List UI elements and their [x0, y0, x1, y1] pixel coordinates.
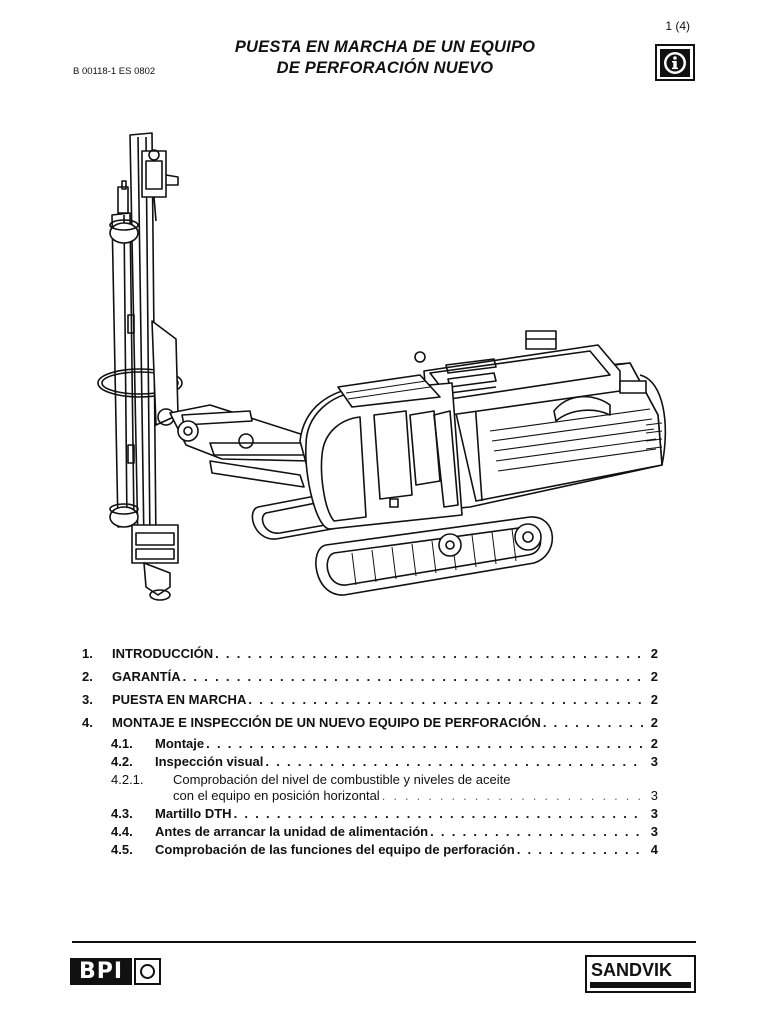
toc-leader: . . . . . . . . . . . . . . . . . . . . …: [430, 824, 643, 839]
toc-number: 2.: [82, 669, 93, 684]
cab-drawing: [305, 374, 463, 530]
toc-label: Martillo DTH: [155, 806, 232, 821]
toc-label: Comprobación del nivel de combustible y …: [173, 772, 511, 787]
sandvik-logo-bar: [590, 982, 691, 988]
toc-leader: . . . . . . . . . . . . . . . . . . . . …: [381, 788, 643, 803]
drilling-rig-illustration: [97, 132, 667, 601]
toc-label: Comprobación de las funciones del equipo…: [155, 842, 515, 857]
toc-number: 4.1.: [111, 736, 133, 751]
toc-page: 3: [650, 788, 658, 803]
toc-item-puesta-en-marcha[interactable]: 3. PUESTA EN MARCHA . . . . . . . . . . …: [82, 692, 658, 715]
toc-label: MONTAJE E INSPECCIÓN DE UN NUEVO EQUIPO …: [112, 715, 541, 730]
mast-drawing: [97, 132, 183, 601]
toc-leader: . . . . . . . . . . . . . . . . . . . . …: [516, 842, 643, 857]
info-icon: [655, 44, 695, 81]
toc-page: 3: [650, 754, 658, 769]
toc-number: 4.5.: [111, 842, 133, 857]
page-title: PUESTA EN MARCHA DE UN EQUIPO DE PERFORA…: [190, 37, 580, 79]
toc-item-comprobacion-funciones[interactable]: 4.5. Comprobación de las funciones del e…: [82, 842, 658, 860]
toc-leader: . . . . . . . . . . . . . . . . . . . . …: [233, 806, 643, 821]
toc-item-introduccion[interactable]: 1. INTRODUCCIÓN . . . . . . . . . . . . …: [82, 646, 658, 669]
toc-number: 4.3.: [111, 806, 133, 821]
track-drawing: [251, 488, 554, 596]
toc-label: Antes de arrancar la unidad de alimentac…: [155, 824, 429, 839]
table-of-contents: 1. INTRODUCCIÓN . . . . . . . . . . . . …: [82, 646, 658, 860]
toc-label: GARANTÍA: [112, 669, 181, 684]
toc-item-montaje[interactable]: 4.1. Montaje . . . . . . . . . . . . . .…: [82, 736, 658, 754]
toc-page: 3: [650, 824, 658, 839]
toc-number: 4.2.1.: [111, 772, 144, 787]
bpi-logo-mark-icon: [134, 958, 162, 985]
toc-number: 4.: [82, 715, 93, 730]
toc-page: 2: [650, 646, 658, 661]
toc-leader: . . . . . . . . . . . . . . . . . . . . …: [182, 669, 643, 684]
bpi-logo: BPI: [70, 958, 162, 985]
toc-leader: . . . . . . . . . . . . . . . . . . . . …: [206, 736, 643, 751]
toc-item-montaje-inspeccion[interactable]: 4. MONTAJE E INSPECCIÓN DE UN NUEVO EQUI…: [82, 715, 658, 736]
toc-leader: . . . . . . . . . . . . . . . . . . . . …: [215, 646, 643, 661]
footer-rule: [72, 941, 696, 943]
toc-item-garantia[interactable]: 2. GARANTÍA . . . . . . . . . . . . . . …: [82, 669, 658, 692]
toc-label: PUESTA EN MARCHA: [112, 692, 247, 707]
sandvik-logo-text: SANDVIK: [591, 960, 673, 980]
toc-page: 2: [650, 736, 658, 751]
toc-number: 4.4.: [111, 824, 133, 839]
toc-item-antes-de-arrancar[interactable]: 4.4. Antes de arrancar la unidad de alim…: [82, 824, 658, 842]
toc-label: Montaje: [155, 736, 205, 751]
toc-page: 2: [650, 692, 658, 707]
toc-leader: . . . . . . . . . . . . . . . . . . . . …: [248, 692, 643, 707]
toc-page: 2: [650, 669, 658, 684]
title-line-1: PUESTA EN MARCHA DE UN EQUIPO: [234, 38, 536, 56]
toc-leader: . . . . . . . . . . . . . . . . . . . . …: [265, 754, 643, 769]
toc-label: Inspección visual: [155, 754, 264, 769]
toc-label: INTRODUCCIÓN: [112, 646, 214, 661]
page-number: 1 (4): [665, 19, 690, 33]
sandvik-logo: SANDVIK: [585, 955, 696, 993]
toc-page: 4: [650, 842, 658, 857]
toc-number: 1.: [82, 646, 93, 661]
title-line-2: DE PERFORACIÓN NUEVO: [276, 59, 494, 77]
toc-item-comprobacion-nivel-cont[interactable]: con el equipo en posición horizontal . .…: [82, 788, 658, 806]
toc-leader: . . . . . . . . . . . . . . . . . . . . …: [542, 715, 643, 730]
toc-item-comprobacion-nivel[interactable]: 4.2.1. Comprobación del nivel de combust…: [82, 772, 658, 788]
document-code: B 00118-1 ES 0802: [73, 66, 156, 77]
toc-number: 3.: [82, 692, 93, 707]
toc-item-martillo-dth[interactable]: 4.3. Martillo DTH . . . . . . . . . . . …: [82, 806, 658, 824]
boom-drawing: [169, 404, 311, 488]
toc-number: 4.2.: [111, 754, 133, 769]
toc-page: 3: [650, 806, 658, 821]
toc-item-inspeccion-visual[interactable]: 4.2. Inspección visual . . . . . . . . .…: [82, 754, 658, 772]
bpi-logo-text: BPI: [70, 958, 133, 985]
toc-label-continued: con el equipo en posición horizontal: [173, 788, 380, 803]
toc-page: 2: [650, 715, 658, 730]
